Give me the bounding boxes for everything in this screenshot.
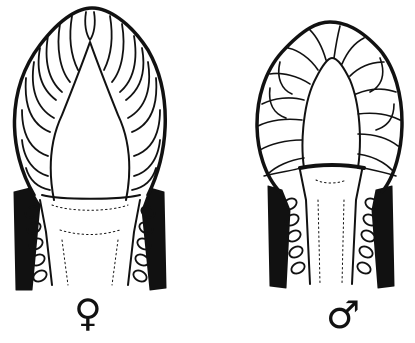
male-septum-edge bbox=[264, 168, 396, 176]
male-symbol: ♂ bbox=[326, 296, 360, 334]
male-cone bbox=[257, 22, 402, 288]
female-collar-stipple bbox=[52, 205, 128, 235]
female-collar bbox=[42, 195, 140, 199]
male-septum bbox=[300, 165, 364, 168]
female-apical-lamella bbox=[85, 12, 95, 40]
female-stalk-inner-stipple bbox=[62, 240, 118, 285]
male-stalk-stipple bbox=[316, 180, 346, 284]
female-cone bbox=[14, 8, 166, 290]
female-symbol: ♀ bbox=[74, 294, 102, 332]
